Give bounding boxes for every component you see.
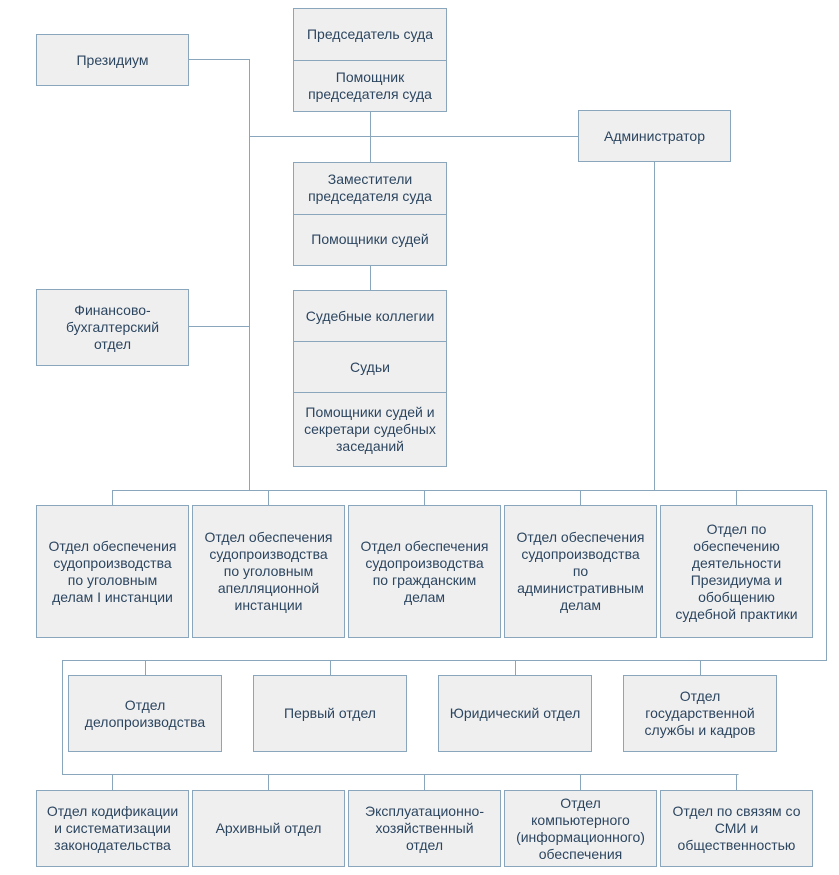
row2-box-records: Отдел делопроизводства [68, 675, 222, 752]
row2-box-hr: Отдел государственной службы и кадров [623, 675, 777, 752]
row1-box-civil: Отдел обеспечения судопроизводства по гр… [348, 505, 501, 638]
administrator-box: Администратор [578, 110, 731, 162]
row3-box-maintenance: Эксплуатационно- хозяйственный отдел [348, 790, 501, 867]
row1-box-criminal-first: Отдел обеспечения судопроизводства по уг… [36, 505, 189, 638]
row1-box-administrative: Отдел обеспечения судопроизводства по ад… [504, 505, 657, 638]
chairman-stack: Председатель суда Помощник председателя … [293, 8, 447, 112]
finance-box: Финансово- бухгалтерский отдел [36, 289, 189, 366]
chairman-assistant-cell: Помощник председателя суда [294, 59, 446, 112]
chairman-cell: Председатель суда [306, 25, 434, 42]
row2-box-legal: Юридический отдел [438, 675, 592, 752]
deputies-stack: Заместители председателя суда Помощники … [293, 162, 447, 266]
connector-right-loop [62, 490, 827, 775]
row1-box-presidium-support: Отдел по обеспечению деятельности Презид… [660, 505, 813, 638]
row3-box-media: Отдел по связям со СМИ и общественностью [660, 790, 813, 867]
deputies-cell: Заместители председателя суда [308, 171, 432, 205]
row3-box-codification: Отдел кодификации и систематизации закон… [36, 790, 189, 867]
judges-stack: Судебные коллегии Судьи Помощники судей … [293, 290, 447, 467]
row3-box-archive: Архивный отдел [192, 790, 345, 867]
row1-box-criminal-appeal: Отдел обеспечения судопроизводства по уг… [192, 505, 345, 638]
connector-presidium [189, 59, 250, 490]
row3-box-it: Отдел компьютерного (информационного) об… [504, 790, 657, 867]
judges-assistants-cell: Помощники судей [294, 213, 446, 266]
presidium-box: Президиум [36, 34, 189, 86]
row2-box-first: Первый отдел [253, 675, 407, 752]
assistants-secretaries-cell: Помощники судей и секретари судебных зас… [294, 392, 446, 466]
judges-cell: Судьи [294, 341, 446, 392]
judicial-boards-cell: Судебные коллегии [305, 307, 435, 324]
